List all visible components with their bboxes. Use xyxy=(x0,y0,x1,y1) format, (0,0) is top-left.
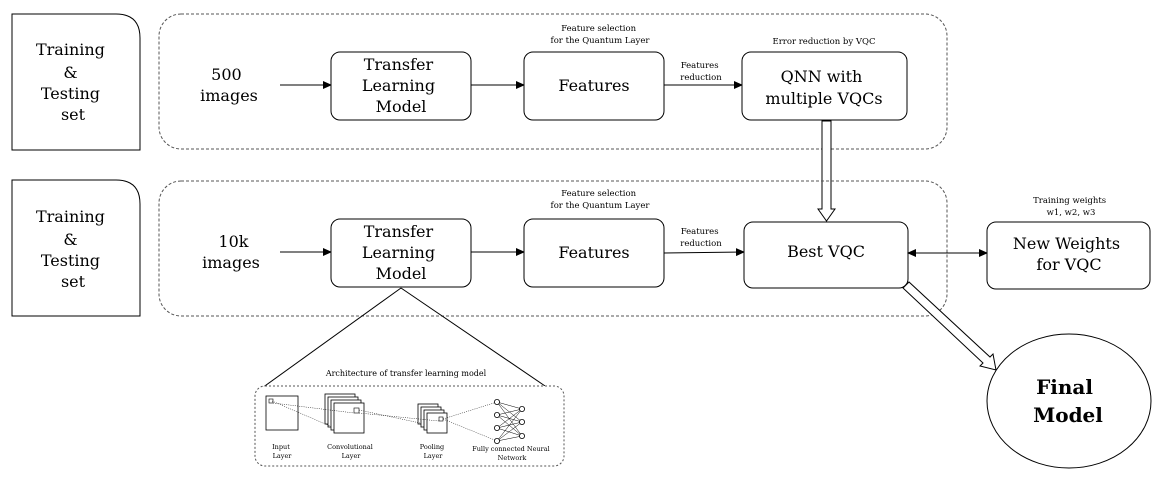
zoom-line-left xyxy=(261,287,402,389)
fc-network-caption: Fully connected Neural Network xyxy=(472,445,552,462)
fc-node xyxy=(493,398,500,405)
new-weights-box xyxy=(986,221,1151,290)
set-box-1 xyxy=(11,13,141,151)
input-label-1: 500 images xyxy=(200,65,258,105)
input-label-2: 10k images xyxy=(202,232,260,272)
pipeline-group-2 xyxy=(158,180,948,317)
final-model-label: Final Model xyxy=(1033,375,1103,427)
architecture-title: Architecture of transfer learning model xyxy=(325,369,487,378)
set-label-2: Training & Testing set xyxy=(36,207,110,291)
transfer-model-label-1: Transfer Learning Model xyxy=(362,55,440,116)
qnn-label: QNN with multiple VQCs xyxy=(765,67,882,108)
pipeline-group-1 xyxy=(158,13,948,150)
features-label-1: Features xyxy=(558,76,629,95)
pool-layer-caption: Pooling Layer xyxy=(420,443,447,460)
transfer-model-box-1 xyxy=(330,51,472,121)
input-layer-caption: Input Layer xyxy=(272,443,292,460)
feature-selection-caption-2: Feature selection for the Quantum Layer xyxy=(551,189,651,211)
pool-layer-patch xyxy=(438,416,444,422)
fc-network-nodes xyxy=(493,398,526,444)
transfer-model-box-2 xyxy=(330,218,472,288)
conv-layer-caption: Convolutional Layer xyxy=(327,443,375,460)
fc-node xyxy=(493,424,500,431)
fc-node xyxy=(493,411,500,418)
fc-node xyxy=(519,405,526,412)
fc-node xyxy=(519,418,526,425)
dotted-connections xyxy=(271,400,498,442)
hollow-arrow-best-final xyxy=(902,281,997,371)
features-label-2: Features xyxy=(558,243,629,262)
conv-layer-sheet xyxy=(333,402,365,434)
best-vqc-label: Best VQC xyxy=(787,242,865,261)
set-box-2 xyxy=(11,179,141,317)
vqc-caption-1: Error reduction by VQC xyxy=(773,37,876,47)
fc-node xyxy=(519,432,526,439)
hollow-arrow-qnn-best xyxy=(817,120,836,222)
reduction-caption-2: Features reduction xyxy=(680,227,722,249)
final-model-ellipse xyxy=(986,333,1152,469)
qnn-box xyxy=(741,51,908,121)
reduction-caption-1: Features reduction xyxy=(680,61,722,83)
features-box-1 xyxy=(523,51,665,121)
weights-caption: Training weights w1, w2, w3 xyxy=(1033,196,1109,218)
fc-network-edges xyxy=(496,401,523,442)
transfer-model-label-2: Transfer Learning Model xyxy=(362,222,440,283)
conv-layer-patch xyxy=(353,407,360,414)
pool-layer-sheet xyxy=(426,412,448,434)
arrow-features-vqc-2 xyxy=(663,248,745,257)
input-layer-patch xyxy=(268,398,274,404)
feature-selection-caption-1: Feature selection for the Quantum Layer xyxy=(551,24,651,46)
set-label-1: Training & Testing set xyxy=(36,40,110,124)
zoom-line-right xyxy=(400,287,549,389)
new-weights-label: New Weights for VQC xyxy=(1013,234,1125,274)
fc-node xyxy=(493,437,500,444)
